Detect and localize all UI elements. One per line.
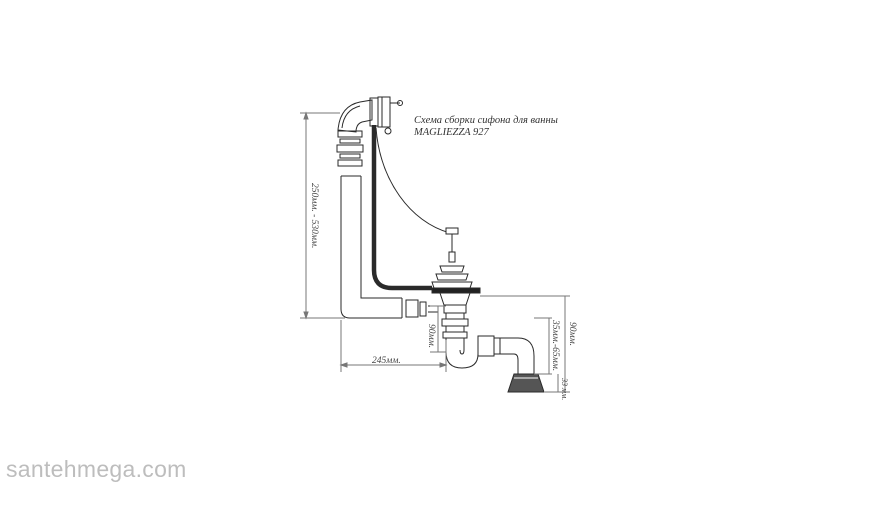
total-height-label: 90мм.	[567, 322, 577, 347]
horizontal-distance-label: 245мм.	[372, 356, 401, 366]
cone-height-label: 33 мм.	[560, 378, 569, 401]
product-model: MAGLIEZZA 927	[414, 127, 489, 138]
height-range-label: 250мм. - 530мм.	[309, 183, 319, 249]
control-cable	[371, 125, 432, 291]
dimension-lines	[339, 295, 570, 393]
height-dimension-line	[300, 111, 345, 320]
siphon-trap	[445, 335, 501, 369]
outlet-cone	[507, 373, 545, 393]
overflow-nuts	[336, 130, 364, 167]
overflow-elbow	[337, 96, 403, 133]
drain-body	[431, 287, 481, 339]
drop-label: 90мм.	[426, 324, 436, 349]
outlet-elbow	[500, 337, 535, 375]
drain-cable	[375, 127, 451, 234]
site-watermark: santehmega.com	[6, 456, 187, 482]
overflow-pipe	[340, 175, 403, 319]
drain-plug	[431, 227, 473, 289]
diagram-title: Схема сборки сифона для ванны	[414, 115, 558, 126]
pipe-connectors	[405, 299, 438, 318]
outlet-range-label: 35мм.-65мм.	[550, 320, 560, 372]
